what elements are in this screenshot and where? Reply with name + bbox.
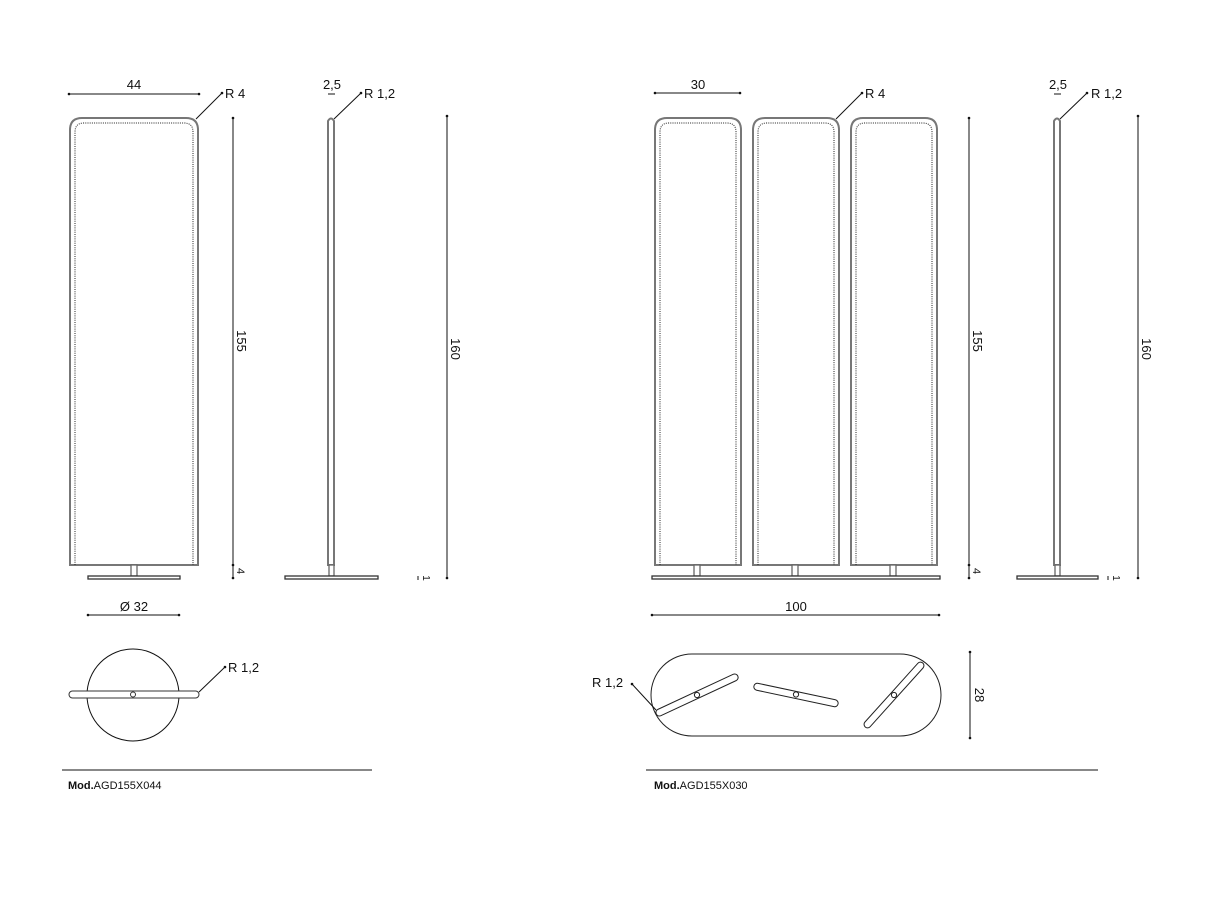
thickness-label: 2,5: [1049, 77, 1067, 92]
screen-panel-3: [850, 117, 938, 566]
left-model: 44 R 4 155 4 2,5: [62, 77, 463, 792]
stem: [1054, 564, 1061, 577]
left-front-view: 44 R 4 155 4: [67, 77, 249, 580]
total-height-label: 160: [448, 338, 463, 360]
radius-leader: [1059, 92, 1088, 120]
radius-label: R 1,2: [228, 660, 259, 675]
model-label: Mod.AGD155X030: [654, 780, 748, 792]
radius-leader: [631, 683, 657, 711]
model-prefix: Mod.: [654, 780, 680, 792]
total-height-label: 160: [1139, 338, 1154, 360]
stem: [328, 564, 335, 577]
radius-leader: [195, 92, 223, 120]
left-side-view: 2,5 R 1,2 160 1: [284, 77, 463, 581]
base-thickness-label: 1: [1110, 575, 1121, 581]
radius-label: R 4: [225, 86, 245, 101]
radius-leader: [198, 666, 226, 693]
screen-panel-1: [654, 117, 742, 566]
side-panel: [1053, 117, 1061, 566]
thickness-label: 2,5: [323, 77, 341, 92]
stem-hole: [130, 691, 136, 698]
depth-label: 28: [972, 688, 987, 702]
model-prefix: Mod.: [68, 780, 94, 792]
right-side-view: 2,5 R 1,2 160 1: [1016, 77, 1154, 581]
stem-3: [889, 564, 897, 577]
radius-label: R 1,2: [364, 86, 395, 101]
diameter-label: Ø 32: [120, 599, 148, 614]
width-label: 44: [127, 77, 141, 92]
base-plate: [1016, 575, 1099, 580]
base-plate: [284, 575, 379, 580]
panel-stitching: [74, 122, 194, 565]
height-label: 155: [970, 330, 985, 352]
stem-hole-2: [792, 691, 800, 698]
model-code: AGD155X030: [680, 780, 748, 792]
right-front-view: 30 R 4 155 4: [650, 77, 985, 617]
base-gap-label: 4: [970, 568, 982, 574]
stem-hole-1: [693, 691, 701, 699]
stem-hole-3: [890, 691, 898, 699]
radius-label: R 4: [865, 86, 885, 101]
left-top-view: Ø 32 R 1,2: [68, 599, 259, 742]
radius-leader: [333, 92, 362, 120]
base-plate: [87, 575, 181, 580]
radius-leader: [835, 92, 863, 120]
model-label: Mod.AGD155X044: [68, 780, 162, 792]
base-plate: [651, 575, 941, 580]
base-gap-label: 4: [234, 568, 246, 574]
right-model: 30 R 4 155 4: [592, 77, 1154, 792]
radius-label: R 1,2: [592, 675, 623, 690]
height-label: 155: [234, 330, 249, 352]
screen-panel: [69, 117, 199, 566]
stem-1: [693, 564, 701, 577]
screen-panel-2: [752, 117, 840, 566]
model-code: AGD155X044: [94, 780, 162, 792]
right-top-view: R 1,2 28: [592, 650, 987, 740]
total-width-label: 100: [785, 599, 807, 614]
panel-width-label: 30: [691, 77, 705, 92]
radius-label: R 1,2: [1091, 86, 1122, 101]
stem: [130, 564, 138, 577]
side-panel: [327, 117, 335, 566]
stem-2: [791, 564, 799, 577]
base-thickness-label: 1: [420, 575, 431, 581]
